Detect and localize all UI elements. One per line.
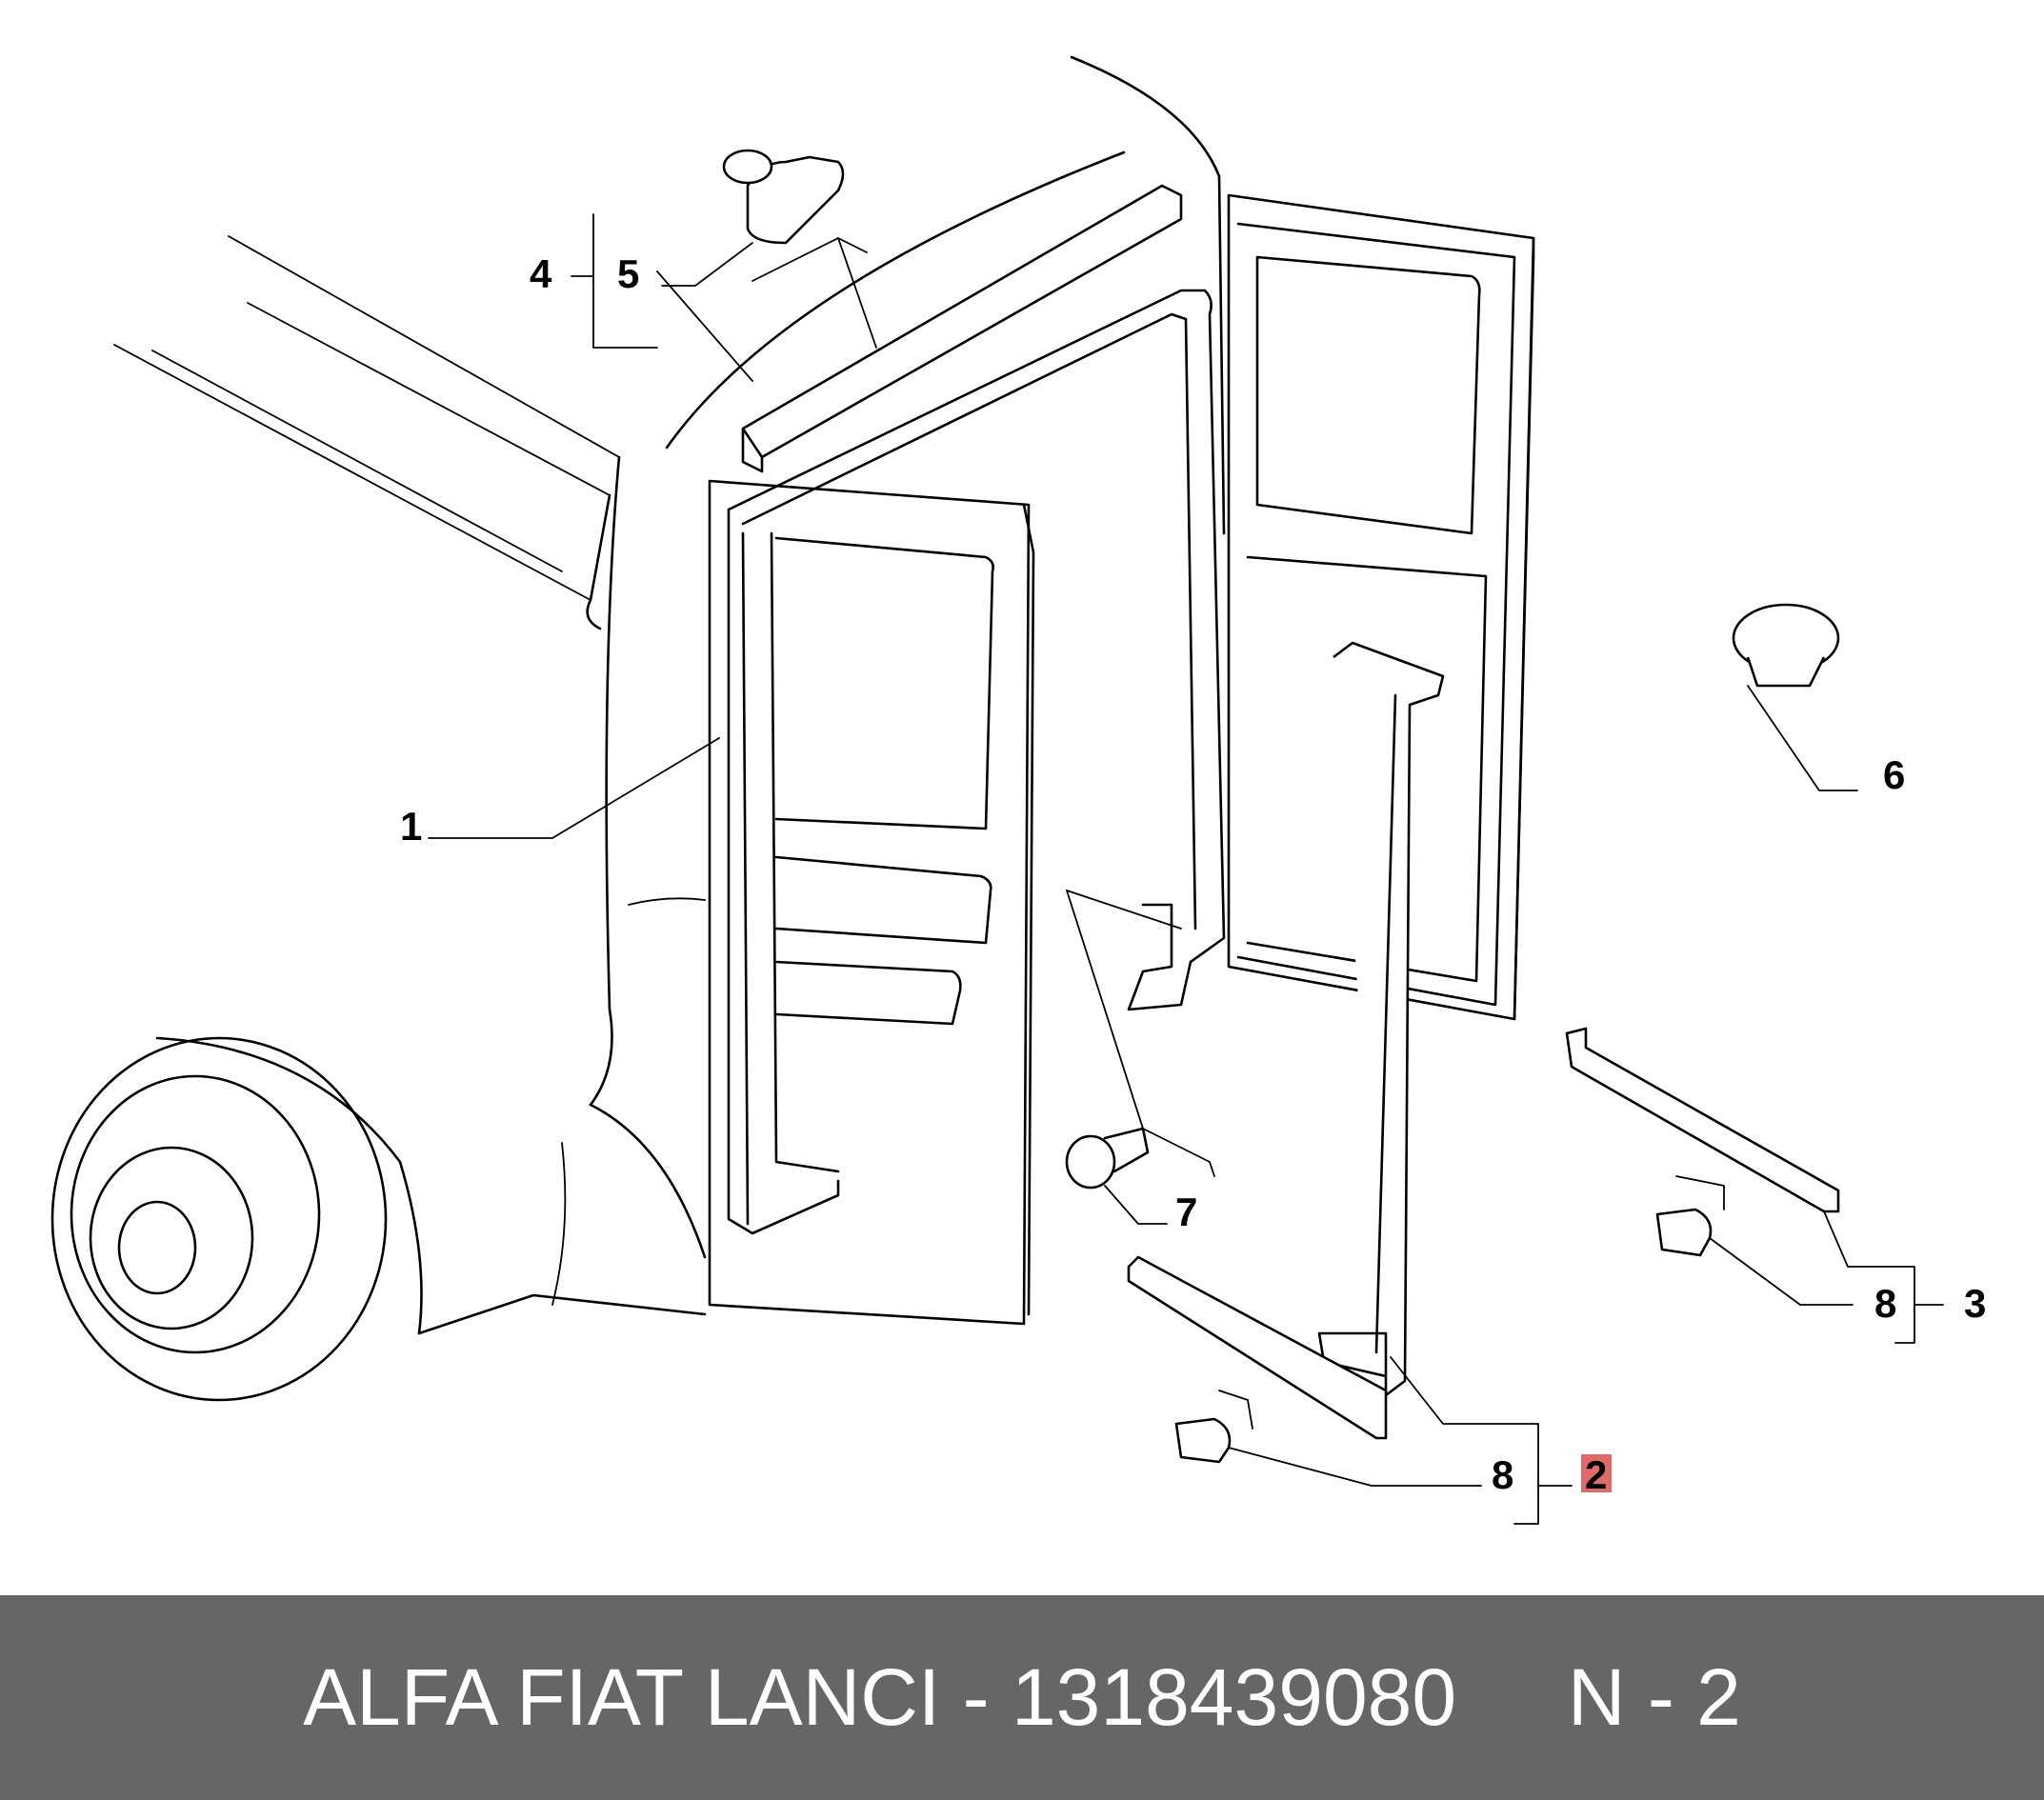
footer-part-number: 1318439080 bbox=[1011, 1652, 1457, 1742]
callout-2: 2 bbox=[1585, 1452, 1607, 1497]
callout-3: 3 bbox=[1964, 1281, 1986, 1326]
lower-rail-part-3 bbox=[1565, 1027, 1840, 1213]
parts-diagram: 1 2 3 4 5 6 7 8 8 bbox=[50, 55, 1986, 1525]
callout-8-left: 8 bbox=[1492, 1452, 1513, 1497]
footer-gap bbox=[1456, 1651, 1568, 1744]
wheel bbox=[50, 1036, 423, 1402]
clip-part-8-left bbox=[1174, 1417, 1232, 1464]
cap-part-6 bbox=[1732, 603, 1840, 688]
footer-caption: ALFA FIAT LANCI - 1318439080 N - 2 bbox=[0, 1595, 2044, 1800]
screw-part-7 bbox=[1065, 1127, 1150, 1190]
footer-brand: ALFA FIAT LANCI bbox=[303, 1652, 941, 1742]
left-rear-door bbox=[708, 479, 1035, 1326]
clip-part-5 bbox=[722, 149, 845, 245]
footer-bar: ALFA FIAT LANCI - 1318439080 N - 2 bbox=[0, 1595, 2044, 1800]
callout-1: 1 bbox=[400, 804, 422, 849]
leader-lines bbox=[428, 213, 1944, 1525]
top-rail-part-4 bbox=[741, 184, 1183, 473]
highlight-callout-2 bbox=[1581, 1454, 1612, 1492]
callout-4: 4 bbox=[530, 251, 552, 296]
vertical-rail-part-2 bbox=[1127, 641, 1445, 1440]
callout-8-right: 8 bbox=[1874, 1281, 1896, 1326]
footer-separator: - bbox=[940, 1652, 1012, 1742]
clip-part-8-right bbox=[1655, 1208, 1713, 1257]
door-seal-part-1 bbox=[727, 289, 1226, 1235]
callout-5: 5 bbox=[617, 251, 639, 296]
callout-7: 7 bbox=[1175, 1190, 1197, 1234]
footer-note: N - 2 bbox=[1567, 1652, 1741, 1742]
callout-6: 6 bbox=[1883, 752, 1905, 797]
van-body bbox=[113, 55, 1226, 1335]
